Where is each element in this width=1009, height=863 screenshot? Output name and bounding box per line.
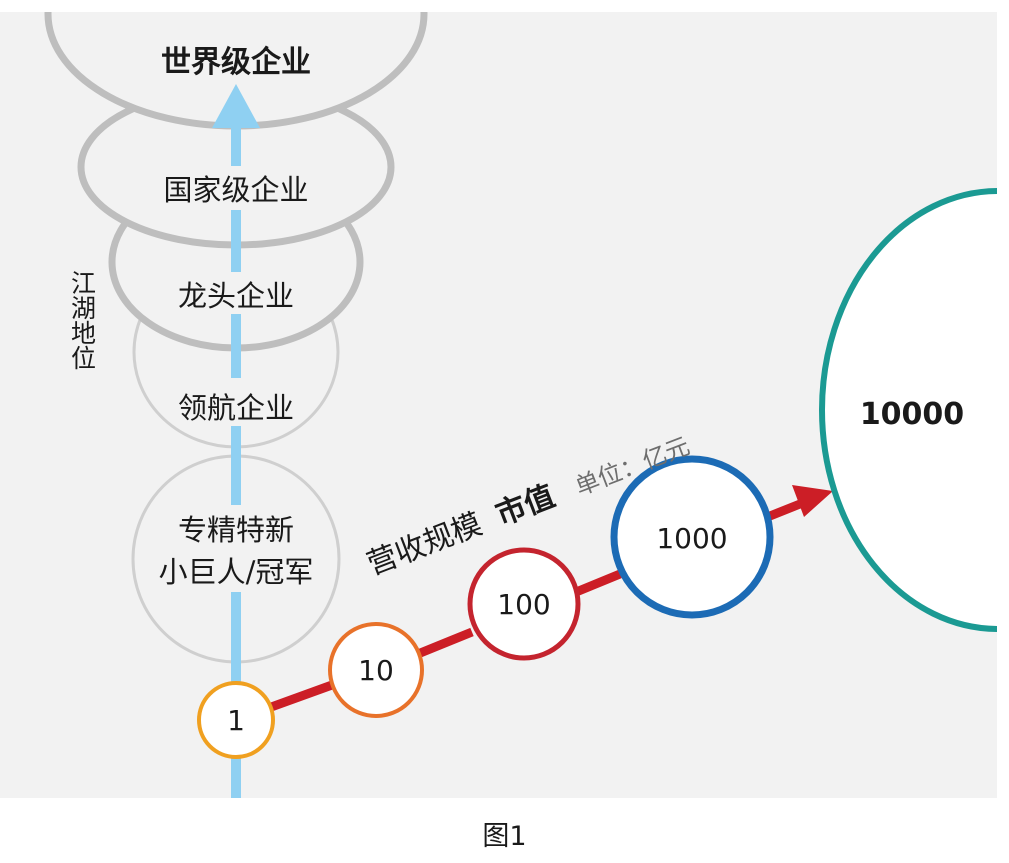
value-circle-1 (197, 681, 275, 759)
value-circle-1000 (610, 455, 774, 619)
level-label-world: 世界级企业 (161, 45, 311, 80)
value-circle-10 (328, 622, 424, 718)
value-label-100: 100 (497, 588, 550, 621)
value-circle-100 (467, 547, 581, 661)
level-label-navigator: 领航企业 (178, 391, 294, 425)
diagonal-arrowhead (792, 485, 833, 517)
value-label-10: 10 (358, 654, 394, 687)
level-label-leader: 龙头企业 (178, 279, 294, 313)
value-label-1: 1 (227, 704, 245, 737)
vertical-arrowhead (212, 84, 260, 128)
value-label-10000: 10000 (860, 397, 964, 432)
vertical-axis-label: 江湖地位 (68, 270, 97, 370)
vertical-arrow (212, 84, 260, 798)
value-circle-10000 (819, 188, 997, 632)
level-label-champion-line1: 专精特新 (178, 513, 294, 547)
figure-caption: 图1 (482, 821, 527, 852)
level-label-national: 国家级企业 (163, 173, 308, 207)
value-label-1000: 1000 (656, 522, 727, 555)
level-label-champion-line2: 小巨人/冠军 (159, 555, 314, 589)
